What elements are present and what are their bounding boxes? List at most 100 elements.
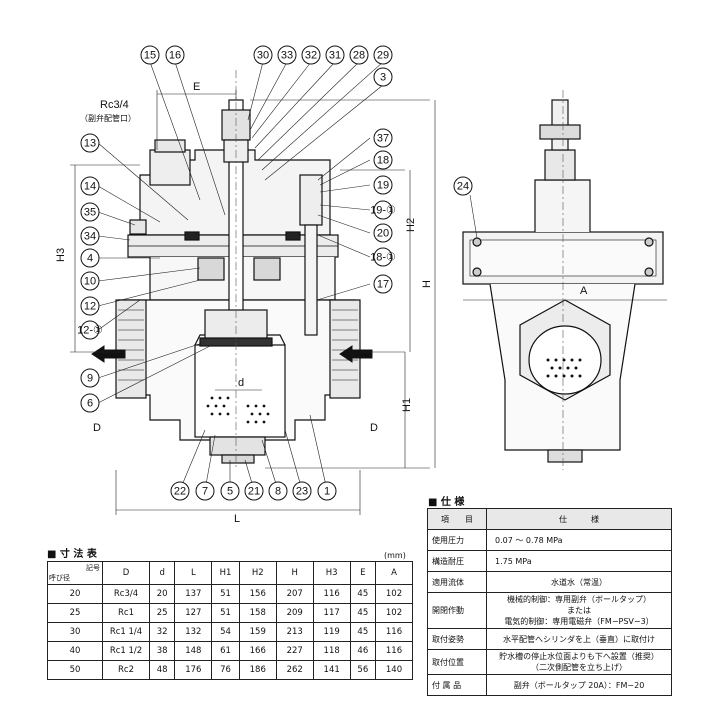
table-cell: 45	[349, 603, 377, 623]
dimension-table-corner: 記号 呼び径	[47, 561, 103, 585]
callout-circle	[80, 176, 100, 196]
dim-label-d-right: D	[370, 422, 378, 434]
callout-circle	[317, 481, 337, 501]
callout-circle	[277, 45, 297, 65]
callout-number: 4	[87, 253, 93, 265]
spec-line: 機械的制御：専用副弁（ボールタップ）	[507, 595, 651, 604]
table-cell: 227	[275, 641, 314, 661]
corner-size-label: 呼び径	[49, 574, 70, 582]
table-cell: 76	[211, 660, 240, 680]
callout-number: 6	[87, 398, 93, 410]
table-cell: 213	[275, 622, 314, 642]
callout-22: 22	[170, 481, 190, 501]
callout-number: 35	[84, 207, 96, 219]
spec-line: 電気的制御：専用電磁弁（FM−PSV−3）	[504, 617, 654, 626]
table-cell: 61	[211, 641, 240, 661]
callout-19: 19	[373, 175, 393, 195]
callout-15: 15	[140, 45, 160, 65]
callout-23: 23	[292, 481, 312, 501]
col-header: d	[148, 561, 176, 585]
row-size: 50	[47, 660, 103, 680]
spec-value: 水道水（常温）	[486, 571, 672, 593]
callout-circle	[453, 176, 473, 196]
table-row: 50 Rc2 48 176 76 186 262 141 56 140	[47, 660, 413, 680]
callout-number: 15	[144, 50, 156, 62]
callout-3: 3	[373, 67, 393, 87]
callout-number: 34	[84, 231, 96, 243]
table-cell: 137	[174, 584, 213, 604]
callout-number: 12	[84, 301, 96, 313]
callout-circle	[373, 175, 393, 195]
callout-number: 5	[227, 486, 233, 498]
callout-21: 21	[244, 481, 264, 501]
callout-circle	[373, 274, 393, 294]
spec-row: 適用流体 水道水（常温）	[427, 571, 672, 593]
callout-7: 7	[195, 481, 215, 501]
table-cell: 32	[148, 622, 176, 642]
table-cell: 119	[312, 622, 351, 642]
table-cell: 118	[312, 641, 351, 661]
table-cell: 158	[238, 603, 277, 623]
callout-number: 23	[296, 486, 308, 498]
table-cell: 56	[349, 660, 377, 680]
callout-34: 34	[80, 226, 100, 246]
callout-circle	[80, 320, 100, 340]
table-cell: 176	[174, 660, 213, 680]
table-cell: 45	[349, 622, 377, 642]
callout-number: 3	[380, 72, 386, 84]
dim-label-h: H	[421, 280, 433, 288]
spec-value: 副弁（ボールタップ 20A）：FM−20	[486, 674, 672, 696]
row-size: 25	[47, 603, 103, 623]
callout-number: 17	[377, 279, 389, 291]
table-cell: 20	[148, 584, 176, 604]
row-size: 20	[47, 584, 103, 604]
spec-key: 適用流体	[427, 571, 487, 593]
table-cell: 140	[375, 660, 413, 680]
callout-13: 13	[80, 133, 100, 153]
callout-number: 7	[202, 486, 208, 498]
spec-table: 項 目 仕 様 使用圧力 0.07 〜 0.78 MPa 構造耐圧 1.75 M…	[427, 508, 672, 696]
callout-circle	[80, 393, 100, 413]
corner-symbol-label: 記号	[86, 564, 100, 572]
callout-number: 19-①	[370, 205, 396, 217]
main-body-section	[115, 99, 361, 464]
callout-number: 13	[84, 138, 96, 150]
row-size: 30	[47, 622, 103, 642]
table-cell: 127	[174, 603, 213, 623]
callout-12-①: 12-①	[77, 320, 103, 340]
callout-circle	[373, 223, 393, 243]
callout-number: 24	[457, 181, 469, 193]
callout-number: 19	[377, 180, 389, 192]
col-header: D	[102, 561, 150, 585]
callout-6: 6	[80, 393, 100, 413]
callout-circle	[80, 271, 100, 291]
spec-row: 使用圧力 0.07 〜 0.78 MPa	[427, 529, 672, 551]
callout-number: 31	[329, 50, 341, 62]
table-cell: 116	[375, 622, 413, 642]
callout-circle	[80, 368, 100, 388]
spec-row: 構造耐圧 1.75 MPa	[427, 550, 672, 572]
callout-circle	[244, 481, 264, 501]
dim-label-d: d	[238, 377, 244, 389]
table-row: 40 Rc1 1/2 38 148 61 166 227 118 46 116	[47, 641, 413, 661]
callout-number: 16	[169, 50, 181, 62]
callout-18: 18	[373, 150, 393, 170]
callout-number: 29	[377, 50, 389, 62]
callout-circle	[165, 45, 185, 65]
table-cell: 25	[148, 603, 176, 623]
table-cell: 116	[312, 584, 351, 604]
spec-value: 機械的制御：専用副弁（ボールタップ） または 電気的制御：専用電磁弁（FM−PS…	[486, 592, 672, 629]
callout-circle	[170, 481, 190, 501]
callout-circle	[80, 296, 100, 316]
callout-circle	[349, 45, 369, 65]
callout-32: 32	[301, 45, 321, 65]
table-cell: 51	[211, 603, 240, 623]
callout-5: 5	[220, 481, 240, 501]
table-cell: 207	[275, 584, 314, 604]
port-note: （副弁配管口）	[80, 113, 136, 123]
callout-14: 14	[80, 176, 100, 196]
col-header: H2	[238, 561, 277, 585]
dim-label-d-left: D	[93, 422, 101, 434]
callout-12: 12	[80, 296, 100, 316]
callout-circle	[301, 45, 321, 65]
